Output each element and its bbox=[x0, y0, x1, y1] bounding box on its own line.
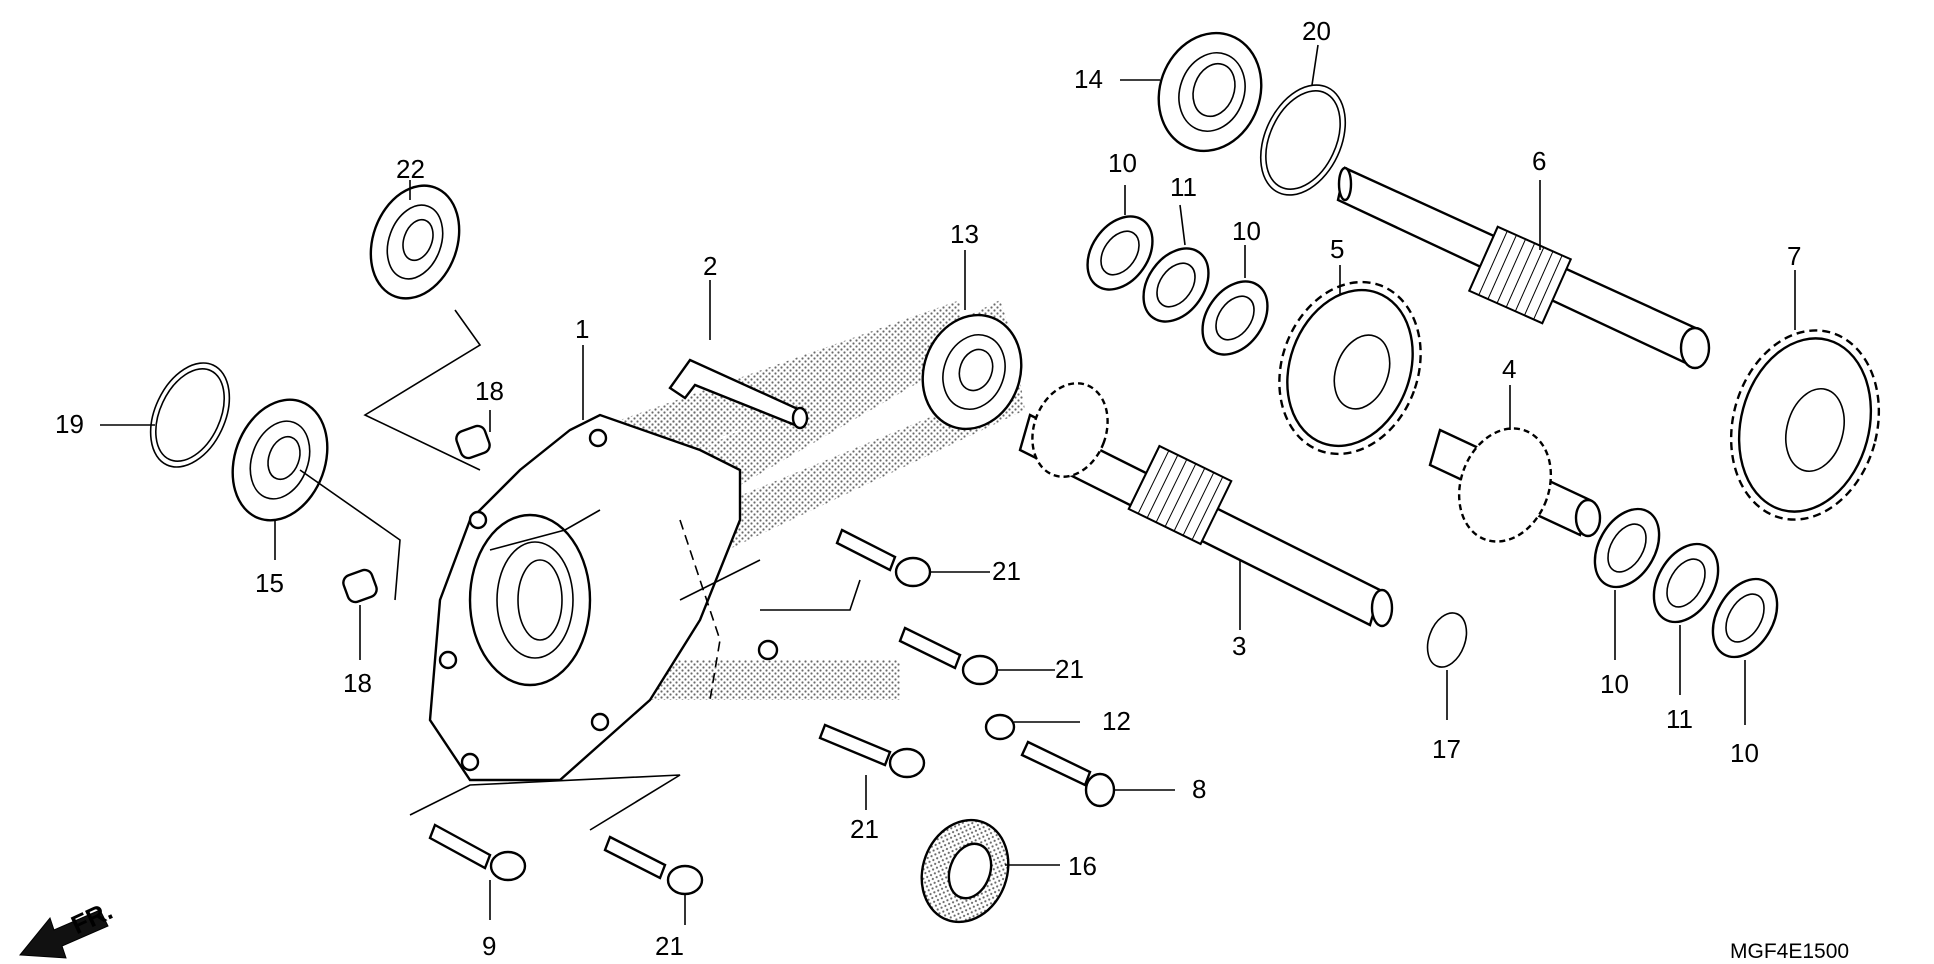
label-leaders bbox=[100, 44, 1796, 925]
dowel-pin-18-upper bbox=[455, 424, 491, 460]
label-11-lower: 11 bbox=[1666, 704, 1693, 734]
transmission-case-cover-1 bbox=[428, 413, 779, 782]
flange-bolt-21-c bbox=[818, 723, 926, 779]
label-19: 19 bbox=[55, 409, 84, 439]
breather-tube-2 bbox=[668, 358, 809, 430]
label-15: 15 bbox=[255, 568, 284, 598]
label-5: 5 bbox=[1330, 234, 1344, 264]
circlip-20 bbox=[1259, 84, 1347, 196]
label-18-upper: 18 bbox=[475, 376, 504, 406]
gear-4 bbox=[1428, 427, 1602, 543]
label-21-b: 21 bbox=[1055, 654, 1084, 684]
oil-seal-16 bbox=[920, 818, 1010, 924]
label-10-upper-right: 10 bbox=[1232, 216, 1261, 246]
label-22: 22 bbox=[396, 154, 425, 184]
thrust-washer-10-lower-right bbox=[1711, 577, 1779, 659]
bearing-15 bbox=[231, 398, 329, 522]
flange-bolt-9 bbox=[428, 823, 527, 882]
label-13: 13 bbox=[950, 219, 979, 249]
label-6: 6 bbox=[1532, 146, 1546, 176]
assembly-reference-lines bbox=[299, 309, 861, 831]
bearing-13 bbox=[921, 313, 1023, 431]
label-11-upper: 11 bbox=[1170, 172, 1197, 202]
front-direction-indicator: FR. bbox=[19, 895, 117, 959]
bearing-22 bbox=[369, 184, 461, 300]
shaft-3 bbox=[1018, 382, 1394, 628]
thrust-washer-10-upper-left bbox=[1086, 215, 1154, 291]
label-8: 8 bbox=[1192, 774, 1206, 804]
oil-seal-14 bbox=[1157, 31, 1263, 153]
label-21-d: 21 bbox=[655, 931, 684, 961]
spline-washer-11-upper bbox=[1142, 247, 1210, 323]
thrust-washer-10-lower-left bbox=[1593, 507, 1661, 589]
gear-7 bbox=[1729, 329, 1881, 521]
label-10-upper-left: 10 bbox=[1108, 148, 1137, 178]
label-4: 4 bbox=[1502, 354, 1516, 384]
label-17: 17 bbox=[1432, 734, 1461, 764]
label-1: 1 bbox=[575, 314, 589, 344]
label-12: 12 bbox=[1102, 706, 1131, 736]
flange-bolt-21-b bbox=[898, 626, 999, 686]
diagram-code: MGF4E1500 bbox=[1730, 940, 1849, 963]
label-7: 7 bbox=[1787, 241, 1801, 271]
dowel-pin-18-lower bbox=[342, 568, 378, 604]
label-18-lower: 18 bbox=[343, 668, 372, 698]
label-20: 20 bbox=[1302, 16, 1331, 46]
label-21-c: 21 bbox=[850, 814, 879, 844]
flange-bolt-21-a bbox=[835, 528, 932, 588]
label-9: 9 bbox=[482, 931, 496, 961]
label-14: 14 bbox=[1074, 64, 1103, 94]
part-labels: 22 19 15 18 18 1 2 13 14 20 10 11 10 5 6… bbox=[55, 16, 1801, 961]
thrust-washer-10-upper-right bbox=[1201, 280, 1269, 356]
label-16: 16 bbox=[1068, 851, 1097, 881]
circlip-19 bbox=[149, 362, 231, 468]
gear-5 bbox=[1278, 280, 1422, 456]
label-3: 3 bbox=[1232, 631, 1246, 661]
bolt-8 bbox=[1020, 740, 1116, 808]
flange-bolt-21-d bbox=[603, 835, 704, 896]
sealing-washer-12 bbox=[984, 713, 1016, 741]
label-10-lower-left: 10 bbox=[1600, 669, 1629, 699]
label-2: 2 bbox=[703, 251, 717, 281]
circlip-17 bbox=[1426, 612, 1468, 668]
spline-washer-11-lower bbox=[1652, 542, 1720, 624]
label-10-lower-right: 10 bbox=[1730, 738, 1759, 768]
label-21-a: 21 bbox=[992, 556, 1021, 586]
shaft-6 bbox=[1336, 166, 1711, 370]
